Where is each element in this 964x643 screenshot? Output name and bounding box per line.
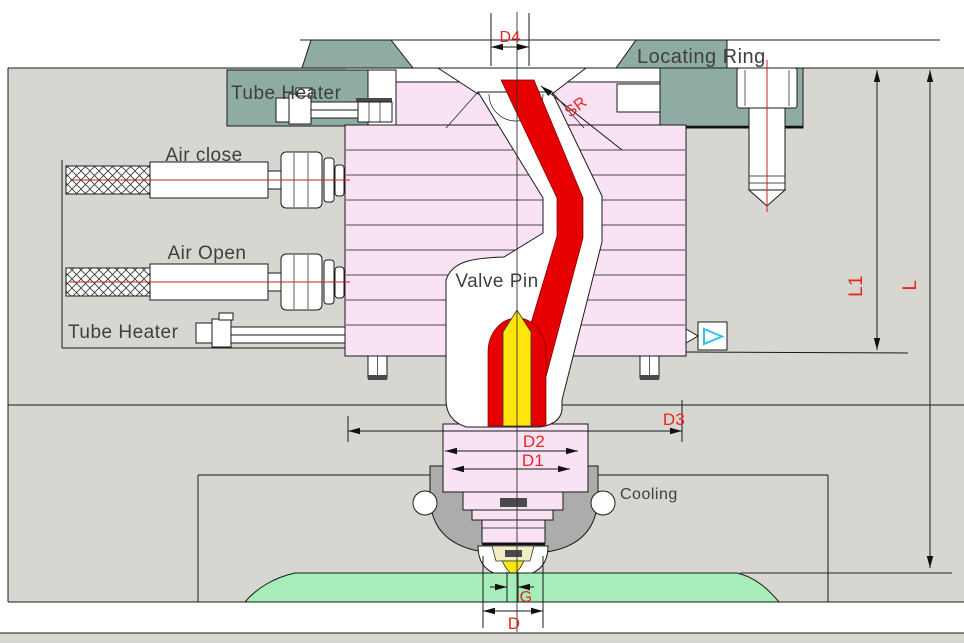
dim-d1: D1 xyxy=(522,451,544,470)
nozzle-tip-assembly xyxy=(412,423,616,578)
air-close-hose xyxy=(65,151,350,209)
dim-d: D xyxy=(508,614,521,633)
cooling-channel-left xyxy=(412,490,438,516)
cavity-plate xyxy=(243,572,781,603)
label-tube-heater-top: Tube Heater xyxy=(231,83,342,104)
nozzle-body xyxy=(442,423,589,493)
body-dowel-left xyxy=(367,355,388,380)
label-cooling: Cooling xyxy=(620,486,678,503)
dim-d2: D2 xyxy=(523,432,545,451)
dim-d3: D3 xyxy=(663,410,685,429)
dimension-lines xyxy=(347,13,934,628)
tube-heater-top-fitting xyxy=(275,87,393,125)
datum-triangle-icon xyxy=(703,327,725,346)
label-air-close: Air close xyxy=(165,145,242,166)
tube-heater-bottom-fitting xyxy=(195,312,346,348)
bottom-plate-strip xyxy=(0,633,964,643)
body-dowel-right xyxy=(639,355,660,380)
label-locating-ring: Locating Ring xyxy=(637,46,766,68)
dim-d4: D4 xyxy=(499,29,520,46)
dim-l1: L1 xyxy=(846,275,867,297)
part-labels: Locating Ring Tube Heater Air close Air … xyxy=(68,46,766,503)
label-tube-heater-bottom: Tube Heater xyxy=(68,322,179,343)
locating-ring-left xyxy=(301,39,415,69)
tube-heater-box xyxy=(226,69,397,127)
clamp-bolt xyxy=(736,60,798,212)
dimension-labels: D4 SR L1 L D3 D2 D1 G D xyxy=(499,29,921,633)
dim-g: G xyxy=(520,589,533,606)
label-air-open: Air Open xyxy=(168,243,247,264)
cooling-channel-right xyxy=(590,490,616,516)
section-marker xyxy=(685,321,728,351)
label-valve-pin: Valve Pin xyxy=(455,271,538,292)
dim-l: L xyxy=(900,280,921,291)
air-open-hose xyxy=(65,253,350,311)
